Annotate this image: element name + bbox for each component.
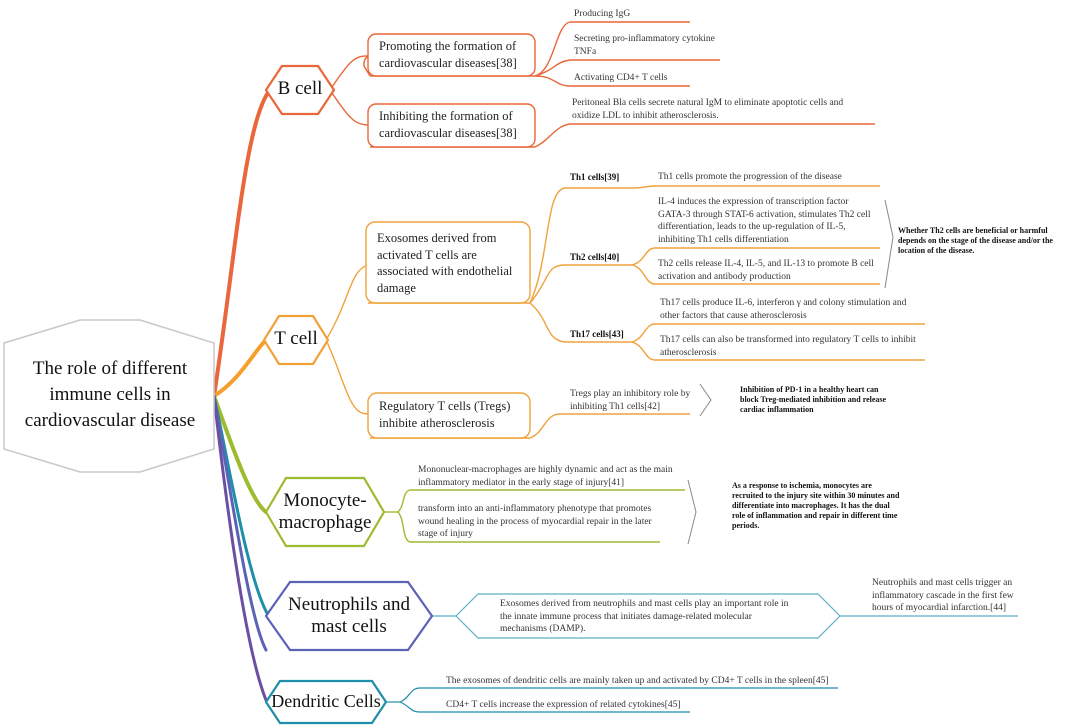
monocyte-note: As a response to ischemia, monocytes are… [732, 481, 900, 530]
b-promoting-item-1: Producing IgG [574, 9, 631, 19]
dendritic-item-1: The exosomes of dendritic cells are main… [446, 676, 829, 686]
dendritic-label: Dendritic Cells [271, 691, 381, 711]
th17-item-1: Th17 cells produce IL-6, interferon γ an… [660, 298, 907, 321]
th2-item-1: IL-4 induces the expression of transcrip… [658, 197, 871, 245]
branch-b-cell [212, 88, 272, 398]
th2-note: Whether Th2 cells are beneficial or harm… [898, 226, 1053, 255]
dendritic-item-2: CD4+ T cells increase the expression of … [446, 700, 681, 710]
b-inhibiting-item-1: Peritoneal Bla cells secrete natural IgM… [572, 98, 844, 121]
tregs-note: Inhibition of PD-1 in a healthy heart ca… [740, 385, 887, 414]
th2-label: Th2 cells[40] [570, 252, 620, 262]
t-tregs-label: Regulatory T cells (Tregs) inhibite athe… [379, 399, 511, 430]
monocyte-item-1: Mononuclear-macrophages are highly dynam… [418, 465, 673, 488]
root-node-shape [3, 319, 215, 473]
branch-monocyte [212, 394, 268, 514]
th1-label: Th1 cells[39] [570, 172, 620, 182]
b-promoting-label: Promoting the formation of cardiovascula… [379, 39, 517, 70]
th17-label: Th17 cells[43] [570, 329, 624, 339]
b-cell-label: B cell [277, 78, 323, 99]
branch-neutrophils [212, 394, 268, 652]
th17-item-2: Th17 cells can also be transformed into … [660, 335, 916, 358]
monocyte-label: Monocyte-macrophage [278, 490, 372, 533]
branch-dendritic [212, 394, 268, 702]
b-inhibiting-label: Inhibiting the formation of cardiovascul… [379, 109, 517, 140]
tregs-item-1: Tregs play an inhibitory role by inhibit… [570, 389, 691, 412]
b-promoting-item-2: Secreting pro-inflammatory cytokine TNFa [574, 34, 715, 57]
t-cell-label: T cell [274, 328, 318, 349]
monocyte-item-2: transform into an anti-inflammatory phen… [418, 504, 652, 539]
branch-t-cell [212, 338, 268, 398]
neutrophils-note: Neutrophils and mast cells trigger an in… [872, 578, 1014, 613]
th2-item-2: Th2 cells release IL-4, IL-5, and IL-13 … [658, 259, 874, 282]
neutrophils-item: Exosomes derived from neutrophils and ma… [500, 599, 789, 634]
th1-item-1: Th1 cells promote the progression of the… [658, 172, 842, 182]
neutrophils-label: Neutrophils and mast cells [288, 594, 410, 637]
b-promoting-item-3: Activating CD4+ T cells [574, 73, 668, 83]
t-exosomes-label: Exosomes derived from activated T cells … [377, 231, 513, 295]
root-label: The role of different immune cells in ca… [24, 358, 196, 431]
